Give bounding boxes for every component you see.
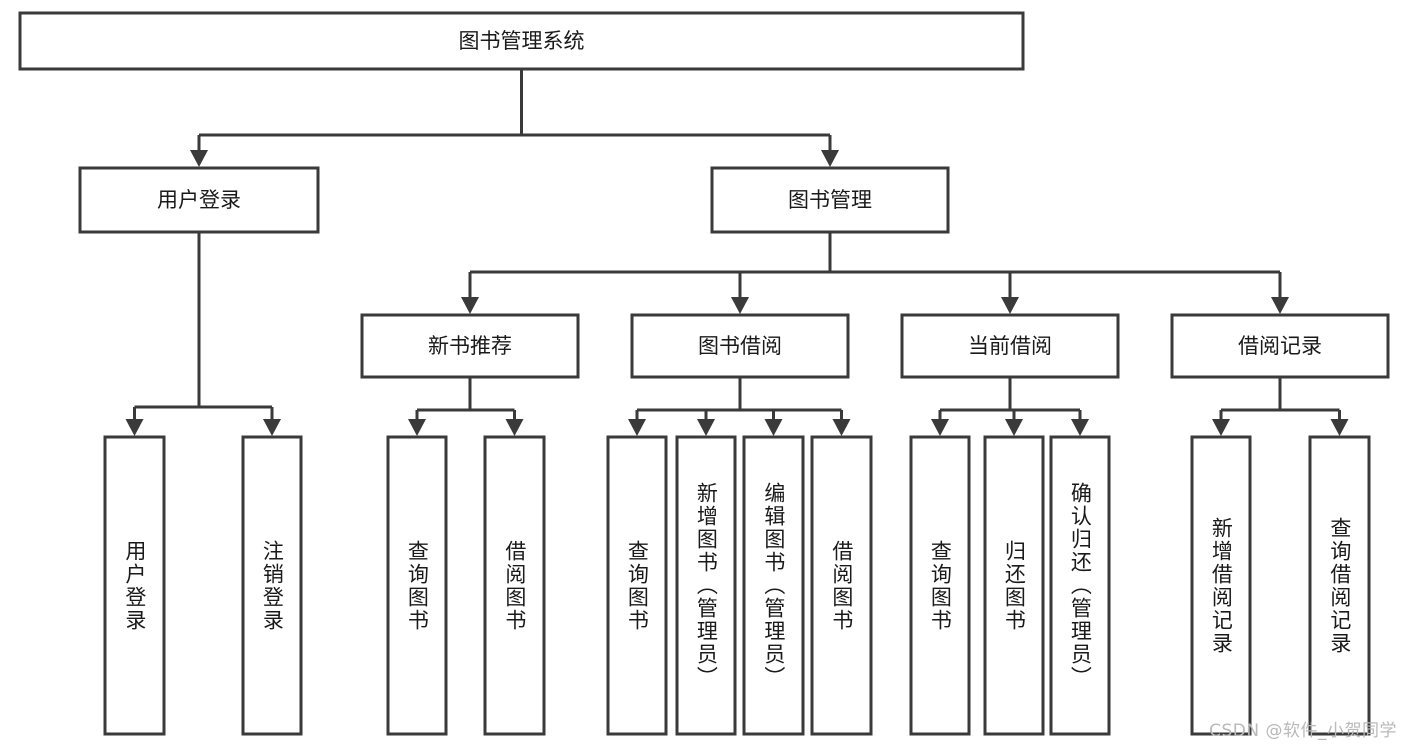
level3-node-label: 新书推荐 — [428, 334, 512, 358]
level3-node-label: 借阅记录 — [1238, 334, 1322, 358]
leaf-node-rect[interactable] — [983, 435, 1045, 736]
leaf-node-12[interactable] — [1308, 435, 1371, 736]
arrowhead-leaf-borrow-2 — [764, 419, 783, 436]
leaf-node-rect[interactable] — [909, 435, 971, 736]
arrowhead-leaf-login-1 — [263, 419, 281, 436]
level2-node-label: 用户登录 — [157, 188, 241, 212]
arrowhead-leaf-current-2 — [1071, 419, 1089, 436]
level2-node-label: 图书管理 — [788, 188, 872, 212]
arrowhead-level3-1 — [731, 297, 749, 314]
leaf-node-rect[interactable] — [742, 435, 805, 736]
level3-node-rect[interactable] — [1170, 313, 1390, 379]
connector-edges — [125, 69, 1349, 436]
leaf-node-5[interactable] — [675, 435, 737, 736]
leaf-node-rect[interactable] — [386, 435, 448, 736]
arrowhead-leaf-current-0 — [931, 419, 949, 436]
leaf-node-9[interactable] — [983, 435, 1045, 736]
arrowhead-level2-0 — [190, 150, 208, 167]
leaf-node-4[interactable] — [606, 435, 668, 736]
arrowhead-leaf-records-1 — [1330, 419, 1349, 436]
arrowhead-level3-0 — [461, 297, 479, 314]
root-node-rect[interactable] — [18, 11, 1025, 71]
watermark-text: CSDN @软件_小贺同学 — [1209, 721, 1397, 741]
arrowhead-leaf-borrow-0 — [628, 419, 646, 436]
leaf-node-0[interactable] — [103, 435, 166, 736]
level3-node-0[interactable] — [360, 313, 580, 379]
root-node-0[interactable] — [18, 11, 1025, 71]
leaf-node-rect[interactable] — [810, 435, 873, 736]
leaf-node-7[interactable] — [810, 435, 873, 736]
leaf-node-rect[interactable] — [1308, 435, 1371, 736]
level3-node-2[interactable] — [900, 313, 1120, 379]
leaf-node-3[interactable] — [483, 435, 546, 736]
level2-node-1[interactable] — [710, 166, 950, 234]
level3-node-rect[interactable] — [630, 313, 850, 379]
arrowhead-leaf-login-0 — [125, 419, 144, 436]
arrowhead-level2-1 — [821, 150, 839, 167]
level3-node-rect[interactable] — [900, 313, 1120, 379]
leaf-node-rect[interactable] — [241, 435, 303, 736]
leaf-node-8[interactable] — [909, 435, 971, 736]
level2-node-0[interactable] — [78, 166, 320, 234]
arrowhead-leaf-newbook-1 — [505, 419, 524, 436]
arrowhead-leaf-records-0 — [1212, 419, 1230, 436]
leaf-node-2[interactable] — [386, 435, 448, 736]
level2-node-rect[interactable] — [710, 166, 950, 234]
arrowhead-leaf-newbook-0 — [408, 419, 426, 436]
leaf-node-rect[interactable] — [103, 435, 166, 736]
arrowhead-leaf-current-1 — [1005, 419, 1023, 436]
leaf-node-rect[interactable] — [1190, 435, 1252, 736]
level3-node-label: 图书借阅 — [698, 334, 782, 358]
arrowhead-leaf-borrow-3 — [832, 419, 851, 436]
leaf-node-rect[interactable] — [675, 435, 737, 736]
arrowhead-level3-2 — [1001, 297, 1019, 314]
leaf-node-6[interactable] — [742, 435, 805, 736]
arrowhead-leaf-borrow-1 — [697, 419, 715, 436]
level2-node-rect[interactable] — [78, 166, 320, 234]
leaf-node-10[interactable] — [1049, 435, 1111, 736]
level3-node-1[interactable] — [630, 313, 850, 379]
leaf-node-rect[interactable] — [483, 435, 546, 736]
level3-node-label: 当前借阅 — [968, 334, 1052, 358]
leaf-node-1[interactable] — [241, 435, 303, 736]
root-node-label: 图书管理系统 — [459, 29, 585, 53]
leaf-node-11[interactable] — [1190, 435, 1252, 736]
leaf-node-rect[interactable] — [606, 435, 668, 736]
node-boxes — [18, 11, 1390, 736]
leaf-node-rect[interactable] — [1049, 435, 1111, 736]
level3-node-rect[interactable] — [360, 313, 580, 379]
level3-node-3[interactable] — [1170, 313, 1390, 379]
arrowhead-level3-3 — [1271, 297, 1289, 314]
